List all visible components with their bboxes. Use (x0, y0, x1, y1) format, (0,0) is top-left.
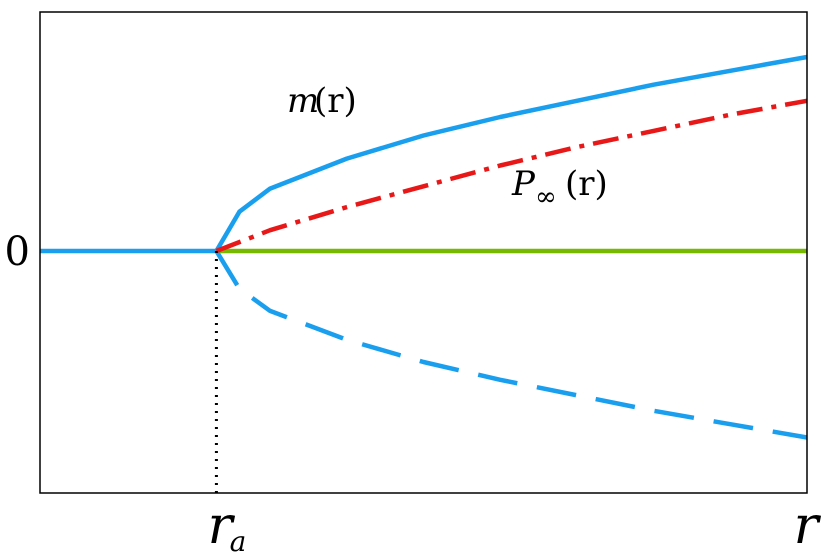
series-line-2 (214, 249, 808, 440)
x-tick-label-ra-subscript: a (230, 525, 247, 558)
series-label-m: m (r) (287, 81, 357, 121)
series-line-1 (215, 98, 808, 254)
x-tick-label-ra-main: r (208, 496, 236, 556)
series-label-p-main: P (511, 164, 536, 204)
series-line-0 (214, 54, 808, 253)
x-tick-label-r: r (794, 496, 822, 556)
series-label-m-main: m (287, 81, 319, 121)
series-label-p: P ∞ (r) (511, 164, 608, 212)
series-label-m-rest: (r) (314, 81, 357, 121)
series-label-p-rest: (r) (565, 164, 608, 204)
x-tick-label-ra: r a (208, 496, 247, 558)
series-label-p-subscript: ∞ (535, 182, 557, 212)
y-tick-label-zero: 0 (5, 229, 30, 275)
plot-frame (39, 11, 808, 494)
plot-area (40, 54, 808, 493)
